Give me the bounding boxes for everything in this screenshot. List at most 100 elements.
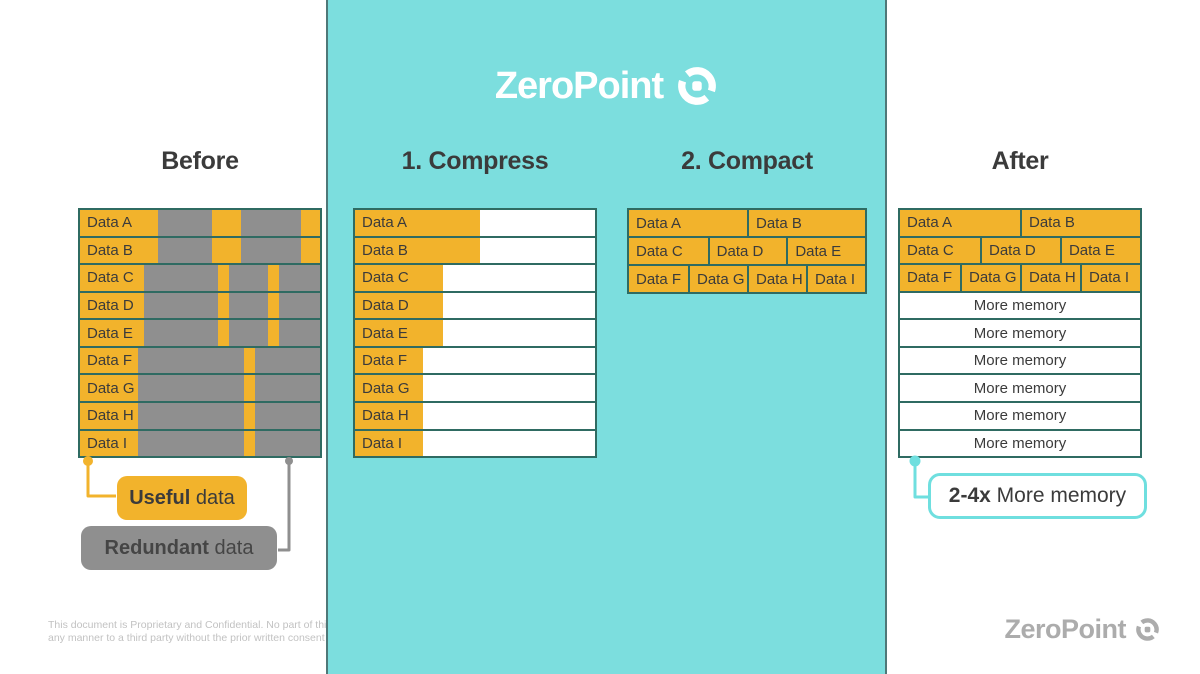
data-label: Data G	[80, 375, 138, 401]
data-label: Data F	[355, 347, 424, 374]
redundant-connector-line	[278, 460, 291, 552]
useful-data-segment	[268, 320, 280, 346]
zeropoint-mark-icon	[1135, 617, 1160, 642]
data-cell: Data C	[900, 237, 980, 264]
footer-disclaimer: This document is Proprietary and Confide…	[48, 619, 332, 645]
useful-legend-rest: data	[190, 486, 235, 509]
data-cell: Data A	[900, 210, 1020, 236]
useful-data-segment	[218, 265, 229, 291]
redundant-connector-dot	[285, 457, 293, 465]
data-cell: Data C	[629, 238, 708, 264]
before-row: Data F	[80, 345, 320, 374]
header-compress: 1. Compress	[401, 147, 549, 175]
useful-connector-line	[86, 461, 116, 498]
useful-data-segment	[268, 292, 280, 319]
header-before: Before	[161, 147, 239, 175]
memory-callout-rest: More memory	[990, 484, 1127, 507]
before-row: Data H	[80, 400, 320, 429]
data-label: Data C	[355, 265, 443, 291]
data-label: Data G	[355, 375, 424, 401]
header-compact: 2. Compact	[681, 147, 813, 175]
header-after: After	[991, 147, 1049, 175]
compress-row: Data G	[355, 373, 595, 401]
before-row: Data I	[80, 428, 320, 457]
data-cell: Data F	[629, 266, 688, 292]
useful-data-segment	[218, 320, 229, 346]
before-row: Data G	[80, 373, 320, 401]
data-cell: Data F	[900, 265, 960, 291]
useful-data-segment	[212, 237, 241, 264]
data-cell: Data I	[1080, 265, 1140, 291]
data-label: Data A	[355, 210, 480, 236]
more-memory-row: More memory	[900, 373, 1140, 401]
memory-connector-line	[913, 461, 929, 499]
data-cell: Data B	[747, 210, 865, 236]
more-memory-callout: 2-4x More memory	[928, 473, 1147, 519]
data-cell: Data G	[688, 266, 747, 292]
data-cell: Data E	[786, 238, 865, 264]
data-label: Data C	[80, 265, 145, 291]
compress-row: Data A	[355, 210, 595, 236]
before-row: Data A	[80, 210, 320, 236]
redundant-legend-bold: Redundant	[104, 536, 209, 559]
redundant-data-legend: Redundant data	[81, 526, 277, 570]
data-label: Data D	[80, 292, 145, 319]
footer-brand-logo: ZeroPoint	[1005, 614, 1161, 645]
compress-row: Data C	[355, 263, 595, 291]
data-label: Data E	[80, 320, 145, 346]
data-label: Data A	[80, 210, 158, 236]
data-label: Data I	[80, 430, 138, 457]
useful-data-segment	[244, 347, 256, 374]
more-memory-row: More memory	[900, 400, 1140, 429]
more-memory-row: More memory	[900, 290, 1140, 319]
useful-legend-bold: Useful	[129, 486, 191, 509]
data-label: Data H	[80, 402, 138, 429]
compress-row: Data I	[355, 428, 595, 457]
data-cell: Data H	[747, 266, 806, 292]
compress-row: Data E	[355, 318, 595, 346]
compress-row: Data F	[355, 345, 595, 374]
data-label: Data H	[355, 402, 424, 429]
redundant-legend-rest: data	[208, 536, 254, 559]
before-row: Data E	[80, 318, 320, 346]
data-cell: Data B	[1020, 210, 1140, 236]
data-label: Data E	[355, 320, 443, 346]
data-cell: Data I	[806, 266, 865, 292]
useful-data-segment	[212, 210, 241, 236]
data-cell: Data G	[960, 265, 1020, 291]
brand-logo: ZeroPoint	[326, 60, 887, 112]
more-memory-row: More memory	[900, 318, 1140, 346]
disclaimer-line-2: any manner to a third party without the …	[48, 632, 325, 644]
useful-data-segment	[300, 210, 320, 236]
data-cell: Data A	[629, 210, 747, 236]
data-label: Data D	[355, 292, 443, 319]
disclaimer-line-1: This document is Proprietary and Confide…	[48, 619, 332, 631]
zeropoint-mark-icon	[676, 65, 718, 107]
before-row: Data D	[80, 290, 320, 319]
compress-row: Data H	[355, 400, 595, 429]
useful-data-segment	[218, 292, 229, 319]
useful-data-segment	[244, 402, 256, 429]
data-cell: Data E	[1059, 237, 1140, 264]
data-label: Data B	[355, 237, 480, 264]
data-cell: Data H	[1020, 265, 1080, 291]
compress-row: Data B	[355, 235, 595, 264]
useful-data-segment	[244, 430, 256, 457]
data-cell: Data D	[979, 237, 1060, 264]
useful-data-legend: Useful data	[117, 476, 247, 520]
before-row: Data B	[80, 235, 320, 264]
more-memory-row: More memory	[900, 428, 1140, 457]
more-memory-row: More memory	[900, 345, 1140, 374]
brand-logo-text: ZeroPoint	[494, 64, 664, 107]
